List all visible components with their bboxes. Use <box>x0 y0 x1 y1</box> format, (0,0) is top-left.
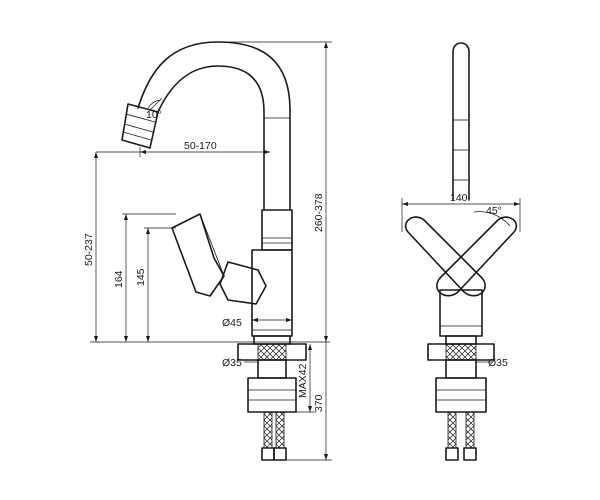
dim-reach-label: 50-170 <box>184 140 217 152</box>
dim-angle-label: 10° <box>146 109 162 121</box>
hose-left <box>263 411 273 449</box>
dim-height-label: 260-378 <box>313 193 325 232</box>
dim-145-label: 145 <box>135 268 147 286</box>
hose-right <box>275 411 285 449</box>
aerator <box>121 103 159 149</box>
dim-outlet-label: 50-237 <box>83 233 95 266</box>
front-view: 140 45° Ø35 <box>401 42 521 461</box>
front-levers <box>404 216 518 297</box>
front-mount-nut <box>435 377 487 413</box>
mount-nut <box>247 377 297 413</box>
dim-lever-span-label: 140 <box>450 192 468 204</box>
spout-inner <box>157 65 265 211</box>
dim-lever-angle-label: 45° <box>486 205 502 217</box>
mount-shank <box>257 359 287 379</box>
front-hose-left <box>447 411 457 449</box>
spout-outer <box>137 41 291 211</box>
dim-body-label: Ø45 <box>222 317 242 329</box>
dim-164-label: 164 <box>113 270 125 288</box>
front-spout <box>452 42 470 201</box>
dim-max-label: MAX42 <box>297 363 309 398</box>
lever-hub <box>219 261 267 305</box>
spout-neck <box>261 209 293 251</box>
front-hose-right <box>465 411 475 449</box>
mount-ring <box>253 335 291 345</box>
dim-hose-label: 370 <box>313 394 325 412</box>
side-view: 50-170 10° 50-237 164 145 260-378 MAX42 <box>83 41 332 461</box>
angle-arc-45 <box>473 211 511 227</box>
front-body <box>439 289 483 337</box>
dim-mount-side-label: Ø35 <box>222 357 242 369</box>
faucet-body <box>251 249 293 337</box>
angle-arc-10 <box>147 99 161 109</box>
dim-mount-front-label: Ø35 <box>488 357 508 369</box>
